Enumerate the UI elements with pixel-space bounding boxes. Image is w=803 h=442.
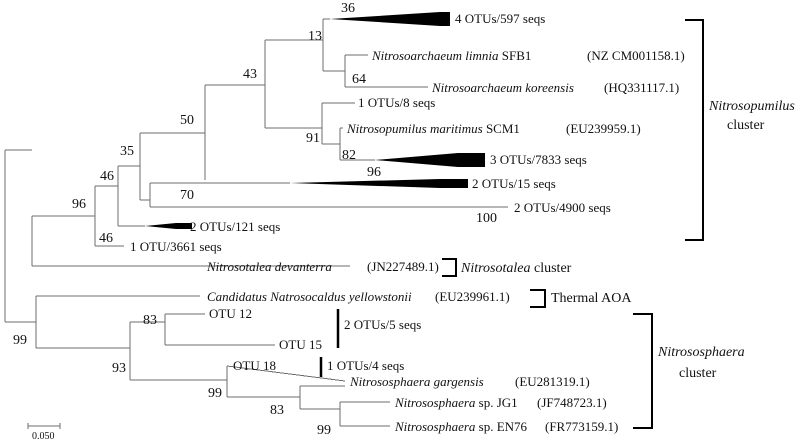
nitrososphaera-label-cluster: cluster — [679, 366, 717, 381]
bootstrap-value: 99 — [208, 386, 222, 401]
leaf-koreensis-accession: (HQ331117.1) — [604, 80, 679, 95]
leaf-1-otu-8: 1 OTUs/8 seqs — [358, 95, 435, 110]
leaf-3-otus: 3 OTUs/7833 seqs — [490, 152, 587, 167]
leaf-labels: 4 OTUs/597 seqs Nitrosoarchaeum limnia S… — [130, 11, 685, 434]
leaf-jg1: Nitrososphaera sp. JG1 — [394, 395, 518, 410]
wedge-2-otus-15 — [290, 179, 468, 188]
leaf-4-otus: 4 OTUs/597 seqs — [455, 11, 545, 26]
bootstrap-value: 83 — [270, 403, 284, 418]
nitrosopumilus-label: Nitrosopumilus — [708, 99, 795, 114]
bootstrap-value: 35 — [120, 144, 134, 159]
bootstrap-value: 93 — [112, 361, 126, 376]
leaf-otu-12: OTU 12 — [209, 306, 252, 321]
leaf-candidatus-accession: (EU239961.1) — [435, 289, 510, 304]
leaf-limnia-accession: (NZ CM001158.1) — [587, 48, 685, 63]
nitrosotalea-bracket — [442, 258, 457, 277]
bootstrap-value: 83 — [143, 313, 157, 328]
bootstrap-value: 46 — [100, 169, 114, 184]
tree-branches — [4, 18, 508, 427]
otu-group-1-otus-4: 1 OTUs/4 seqs — [327, 358, 404, 373]
leaf-en76-accession: (FR773159.1) — [545, 419, 618, 434]
leaf-maritimus: Nitrosopumilus maritimus SCM1 — [346, 121, 520, 136]
bootstrap-value: 43 — [243, 67, 257, 82]
bootstrap-value: 82 — [342, 148, 356, 163]
thermal-aoa-label: Thermal AOA — [551, 291, 632, 306]
bootstrap-value: 46 — [99, 231, 113, 246]
bootstrap-value: 91 — [306, 131, 320, 146]
leaf-gargensis-accession: (EU281319.1) — [515, 374, 590, 389]
nitrosotalea-label: Nitrosotalea cluster — [460, 261, 572, 276]
bootstrap-values: 36 13 43 64 50 91 82 96 35 46 70 100 96 … — [13, 1, 497, 438]
cluster-brackets: Nitrosopumilus cluster Nitrosotalea clus… — [319, 19, 795, 429]
bootstrap-value: 100 — [476, 211, 497, 226]
leaf-otu-15: OTU 15 — [279, 337, 322, 352]
bootstrap-value: 50 — [180, 113, 194, 128]
leaf-2-otus-4900: 2 OTUs/4900 seqs — [514, 200, 611, 215]
bootstrap-value: 64 — [352, 72, 366, 87]
bootstrap-value: 99 — [13, 333, 27, 348]
leaf-gargensis: Nitrososphaera gargensis — [349, 374, 484, 389]
bootstrap-value: 99 — [317, 423, 331, 438]
bootstrap-value: 96 — [72, 197, 86, 212]
collapsed-clades — [145, 12, 485, 229]
leaf-en76: Nitrososphaera sp. EN76 — [394, 419, 528, 434]
nitrososphaera-label: Nitrososphaera — [657, 345, 745, 360]
nitrosopumilus-label-cluster: cluster — [727, 118, 765, 133]
leaf-1-otu-3661: 1 OTU/3661 seqs — [130, 239, 222, 254]
nitrososphaera-bracket — [633, 313, 653, 429]
scale-bar-label: 0.050 — [32, 431, 55, 442]
leaf-2-otus-15: 2 OTUs/15 seqs — [472, 176, 556, 191]
bootstrap-value: 96 — [367, 165, 381, 180]
leaf-devanterra-accession: (JN227489.1) — [367, 259, 439, 274]
bootstrap-value: 36 — [341, 1, 355, 16]
leaf-candidatus: Candidatus Natrosocaldus yellowstonii — [207, 289, 412, 304]
leaf-limnia: Nitrosoarchaeum limnia SFB1 — [371, 48, 531, 63]
otu-group-2-otus-5: 2 OTUs/5 seqs — [344, 317, 421, 332]
scale-bar: 0.050 — [27, 423, 61, 442]
leaf-jg1-accession: (JF748723.1) — [537, 395, 607, 410]
leaf-koreensis: Nitrosoarchaeum koreensis — [431, 80, 574, 95]
wedge-2-otus-121 — [145, 223, 192, 229]
thermal-bracket — [530, 289, 546, 308]
leaf-maritimus-accession: (EU239959.1) — [566, 121, 641, 136]
wedge-4-otus — [330, 12, 450, 26]
leaf-2-otus-121: 2 OTUs/121 seqs — [190, 219, 280, 234]
bootstrap-value: 13 — [308, 29, 322, 44]
nitrosopumilus-bracket — [685, 19, 704, 241]
bootstrap-value: 70 — [180, 188, 194, 203]
leaf-devanterra: Nitrosotalea devanterra — [206, 259, 332, 274]
leaf-otu-18: OTU 18 — [233, 358, 276, 373]
wedge-3-otus — [375, 153, 485, 167]
